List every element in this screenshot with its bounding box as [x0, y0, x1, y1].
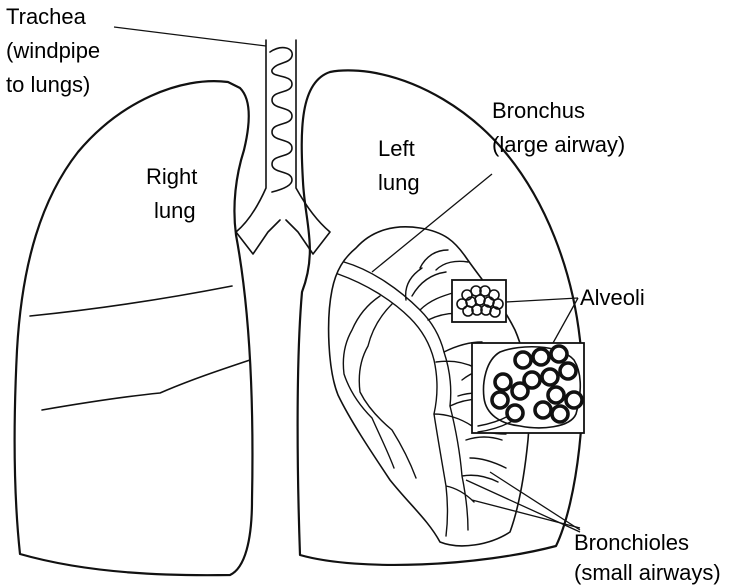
bronchus-label-line2: (large airway) — [492, 132, 625, 157]
alveolus-large — [566, 392, 582, 408]
bronchus-label-line1: Bronchus — [492, 98, 585, 123]
right-lung-label-line1: Right — [146, 164, 197, 189]
alveolus-large — [548, 387, 564, 403]
alveolus-large — [560, 363, 576, 379]
right-lung-outline — [15, 81, 253, 575]
trachea-cartilage-rings — [270, 48, 292, 192]
bronchioles-label-line2: (small airways) — [574, 560, 721, 585]
alveoli-inset-large — [472, 343, 584, 433]
trachea-label-line2: (windpipe — [6, 38, 100, 63]
alveolus-large — [507, 405, 523, 421]
alveolus-large — [495, 374, 511, 390]
alveolus-large — [551, 346, 567, 362]
left-lung-label-line1: Left — [378, 136, 415, 161]
alveolus-large — [542, 369, 558, 385]
bronchioles-label-line1: Bronchioles — [574, 530, 689, 555]
alveolus-large — [512, 383, 528, 399]
trachea-label-line3: to lungs) — [6, 72, 90, 97]
alveolus-large — [515, 352, 531, 368]
alveoli-inset-small — [452, 280, 506, 322]
alveolus-large — [552, 406, 568, 422]
alveolus-large — [535, 402, 551, 418]
alveoli-label: Alveoli — [580, 285, 645, 310]
right-lung-label-line2: lung — [154, 198, 196, 223]
right-lung — [15, 81, 253, 575]
alveolus-large — [533, 349, 549, 365]
trachea-leader — [114, 27, 266, 46]
left-lung-label-line2: lung — [378, 170, 420, 195]
alveolus-large — [492, 392, 508, 408]
trachea-label-line1: Trachea — [6, 4, 87, 29]
